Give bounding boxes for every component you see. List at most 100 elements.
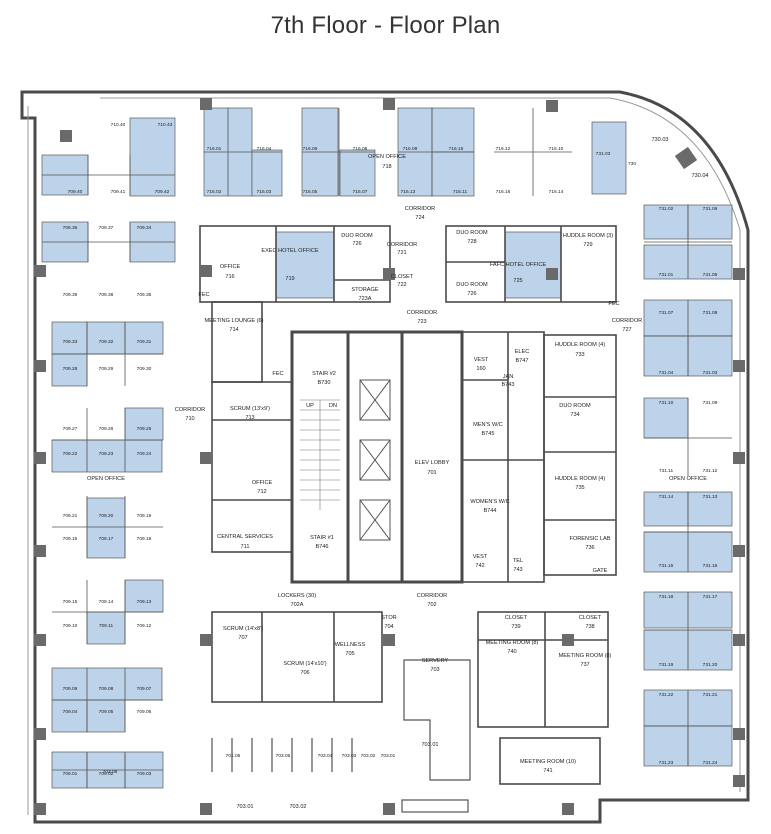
label-util-703b: 703.02 xyxy=(289,804,306,810)
label-mens: MEN'S W/C xyxy=(473,422,503,428)
desk-number-left: 709.27 xyxy=(63,426,78,432)
label-fafc-725-num: 725 xyxy=(513,278,522,284)
desk-number-left: 709.24 xyxy=(137,451,152,457)
desk-number-top: 709.40 xyxy=(68,189,83,195)
elevators xyxy=(359,379,391,541)
label-open-office-left: OPEN OFFICE xyxy=(87,476,125,482)
label-corridor-727-num: 727 xyxy=(622,327,631,333)
desk-number-right: 731.10 xyxy=(659,400,674,406)
desk-number-bottom: 703.06 xyxy=(276,753,291,759)
desk-number-top: 731.03 xyxy=(596,151,611,157)
label-corridor-723: CORRIDOR xyxy=(407,310,437,316)
desk-number-right: 731.17 xyxy=(703,594,718,600)
desk-number-left: 709.17 xyxy=(99,536,114,542)
desk-number-top: 710.43 xyxy=(158,122,173,128)
desk-number-left: 709.06 xyxy=(137,709,152,715)
label-scrum-707: SCRUM (14'x8') xyxy=(223,626,263,632)
label-fec-1: FEC xyxy=(198,292,209,298)
desk-number-top: 716.13 xyxy=(401,189,416,195)
label-corridor-724-num: 724 xyxy=(415,215,424,221)
label-stair-2: STAIR #2 xyxy=(312,371,336,377)
label-duo-726: DUO ROOM xyxy=(341,233,373,239)
desk-number-top: 716.05 xyxy=(303,189,318,195)
label-forensic: FORENSIC LAB xyxy=(569,536,610,542)
desk-number-left: 709.37 xyxy=(99,225,114,231)
label-duo-726-num: 726 xyxy=(352,241,361,247)
desk-number-right: 731.14 xyxy=(659,494,674,500)
desk-number-left: 709.05 xyxy=(99,709,114,715)
desk-number-bottom: 703.01 xyxy=(381,753,396,759)
desk-number-left: 709.19 xyxy=(137,513,152,519)
room-labels: OPEN OFFICE 718 CORRIDOR 724 DUO ROOM 72… xyxy=(87,137,709,810)
label-fafc-725: FAFC HOTEL OFFICE xyxy=(490,262,547,268)
desk-number-left: 709.07 xyxy=(137,686,152,692)
label-tel: TEL xyxy=(513,558,523,564)
label-corridor-723-num: 723 xyxy=(417,319,426,325)
label-meeting-737: MEETING ROOM (8) xyxy=(559,653,612,659)
desk-number-top: 716.14 xyxy=(549,189,564,195)
label-gate: GATE xyxy=(593,568,608,574)
desk-number-right: 731.09 xyxy=(703,400,718,406)
label-corridor-721-num: 721 xyxy=(397,250,406,256)
label-meeting-740-num: 740 xyxy=(507,649,516,655)
label-vest-160: VEST xyxy=(474,357,489,363)
desk-number-bottom: 703.08 xyxy=(103,769,118,775)
label-duo-728: DUO ROOM xyxy=(456,230,488,236)
desk-number-left: 709.34 xyxy=(137,225,152,231)
desk-number-top: 716.04 xyxy=(257,146,272,152)
label-exec-719: EXEC HOTEL OFFICE xyxy=(261,248,319,254)
desk-number-left: 709.33 xyxy=(63,339,78,345)
label-stor-704: STOR xyxy=(381,615,396,621)
page-title: 7th Floor - Floor Plan xyxy=(270,12,501,39)
label-meeting-741-num: 741 xyxy=(543,768,552,774)
desk-number-left: 709.08 xyxy=(99,686,114,692)
desk-number-right: 731.22 xyxy=(659,692,674,698)
label-meeting-lounge-num: 714 xyxy=(229,327,238,333)
desk-number-right: 731.01 xyxy=(659,272,674,278)
desk-partitions xyxy=(42,108,732,788)
label-scrum-713: SCRUM (13'x9') xyxy=(230,406,270,412)
desk-number-right: 731.05 xyxy=(703,272,718,278)
desk-number-top: 716.08 xyxy=(353,146,368,152)
label-bench-730b: 730.04 xyxy=(691,173,708,179)
label-stair-up: UP xyxy=(306,403,314,409)
label-elec-num: B747 xyxy=(515,358,528,364)
desk-number-top: 730 xyxy=(628,161,636,167)
label-office-716-num: 716 xyxy=(225,274,234,280)
label-meeting-740: MEETING ROOM (8) xyxy=(486,640,539,646)
desk-number-bottom: 701.05 xyxy=(226,753,241,759)
label-wellness: WELLNESS xyxy=(335,642,366,648)
desk-number-left: 709.13 xyxy=(137,599,152,605)
label-scrum-706-num: 706 xyxy=(300,670,309,676)
desk-number-top: 716.01 xyxy=(207,146,222,152)
label-duo-734-num: 734 xyxy=(570,412,579,418)
desk-number-right: 731.02 xyxy=(659,206,674,212)
label-lockers: LOCKERS (30) xyxy=(278,593,316,599)
desk-number-left: 709.30 xyxy=(137,366,152,372)
workstation-zones xyxy=(41,107,733,789)
label-storage-723a: STORAGE xyxy=(351,287,379,293)
desk-number-left: 709.16 xyxy=(63,536,78,542)
desk-number-left: 709.11 xyxy=(99,623,114,629)
interior-walls xyxy=(199,225,617,785)
label-huddle-729-num: 729 xyxy=(583,242,592,248)
label-closet-738-num: 738 xyxy=(585,624,594,630)
desk-number-right: 731.04 xyxy=(659,370,674,376)
label-closet-722-num: 722 xyxy=(397,282,406,288)
desk-number-right: 731.03 xyxy=(703,370,718,376)
label-corridor-727: CORRIDOR xyxy=(612,318,642,324)
desk-number-left: 709.01 xyxy=(63,771,78,777)
desk-number-top: 716.16 xyxy=(496,189,511,195)
desk-number-right: 731.20 xyxy=(703,662,718,668)
label-huddle-733: HUDDLE ROOM (4) xyxy=(555,342,605,348)
label-stair-1: STAIR #1 xyxy=(310,535,334,541)
label-jan: JAN xyxy=(503,374,514,380)
desk-number-left: 709.10 xyxy=(63,623,78,629)
label-duo-734: DUO ROOM xyxy=(559,403,591,409)
desk-number-top: 709.41 xyxy=(111,189,126,195)
label-central-num: 711 xyxy=(241,544,250,550)
desk-number-left: 709.23 xyxy=(99,451,114,457)
desk-number-left: 709.03 xyxy=(137,771,152,777)
desk-number-left: 709.26 xyxy=(99,426,114,432)
label-closet-722: CLOSET xyxy=(391,274,414,280)
